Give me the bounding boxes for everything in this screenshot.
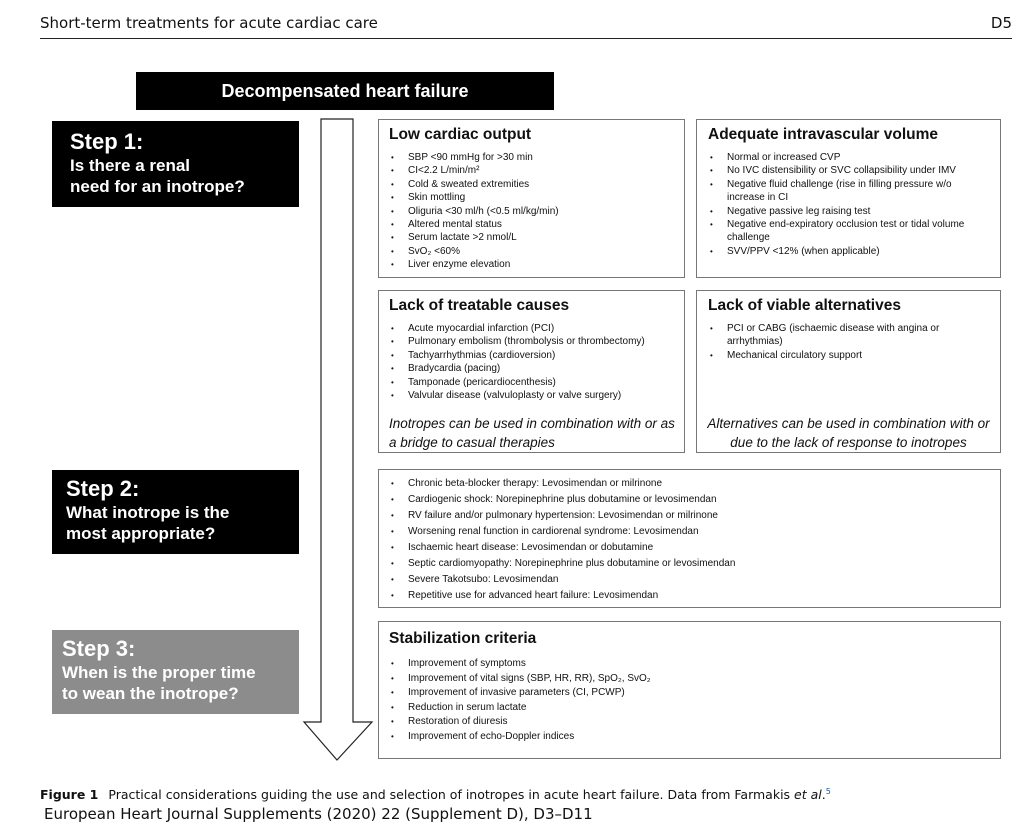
list-item: Tachyarrhythmias (cardioversion) [389, 349, 674, 363]
intravascular-volume-box: Adequate intravascular volume Normal or … [696, 119, 1001, 278]
list-item: Reduction in serum lactate [389, 701, 990, 716]
caption-text: Practical considerations guiding the use… [108, 787, 795, 803]
list-item: Mechanical circulatory support [708, 349, 989, 363]
treatable-causes-title: Lack of treatable causes [389, 297, 570, 314]
list-item: Normal or increased CVP [708, 151, 989, 165]
inotrope-selection-box: Chronic beta-blocker therapy: Levosimend… [378, 469, 1001, 608]
list-item: Liver enzyme elevation [389, 258, 674, 272]
list-item: Improvement of vital signs (SBP, HR, RR)… [389, 672, 990, 687]
running-title: Short-term treatments for acute cardiac … [40, 14, 378, 32]
list-item: Pulmonary embolism (thrombolysis or thro… [389, 335, 674, 349]
list-item: Repetitive use for advanced heart failur… [389, 588, 990, 604]
list-item: Negative passive leg raising test [708, 205, 989, 219]
list-item: RV failure and/or pulmonary hypertension… [389, 508, 990, 524]
list-item: SBP <90 mmHg for >30 min [389, 151, 674, 165]
step-2-box: Step 2: What inotrope is the most approp… [52, 470, 299, 554]
step-2-question: What inotrope is the most appropriate? [66, 503, 230, 543]
intravascular-volume-title: Adequate intravascular volume [708, 126, 938, 143]
inotropes-combination-note: Inotropes can be used in combination wit… [389, 416, 675, 450]
stabilization-criteria-box: Stabilization criteria Improvement of sy… [378, 621, 1001, 759]
viable-alternatives-box: Lack of viable alternatives PCI or CABG … [696, 290, 1001, 453]
list-item: Improvement of symptoms [389, 657, 990, 672]
list-item: Oliguria <30 ml/h (<0.5 ml/kg/min) [389, 205, 674, 219]
inotrope-selection-list: Chronic beta-blocker therapy: Levosimend… [389, 476, 990, 604]
journal-citation: European Heart Journal Supplements (2020… [44, 805, 593, 823]
list-item: Tamponade (pericardiocenthesis) [389, 376, 674, 390]
list-item: Restoration of diuresis [389, 715, 990, 730]
list-item: SvO₂ <60% [389, 245, 674, 259]
list-item: Skin mottling [389, 191, 674, 205]
list-item: Bradycardia (pacing) [389, 362, 674, 376]
list-item: Negative fluid challenge (rise in fillin… [708, 178, 989, 205]
alternatives-combination-note: Alternatives can be used in combination … [707, 416, 990, 450]
step-1-number: Step 1: [70, 129, 144, 154]
viable-alternatives-title: Lack of viable alternatives [708, 297, 901, 314]
viable-alternatives-list: PCI or CABG (ischaemic disease with angi… [708, 322, 989, 363]
treatable-causes-box: Lack of treatable causes Acute myocardia… [378, 290, 685, 453]
stabilization-criteria-list: Improvement of symptoms Improvement of v… [389, 657, 990, 745]
figure-caption: Figure 1 Practical considerations guiding… [40, 787, 831, 802]
page-number: D5 [990, 14, 1012, 32]
list-item: PCI or CABG (ischaemic disease with angi… [708, 322, 989, 349]
list-item: Altered mental status [389, 218, 674, 232]
step-3-number: Step 3: [62, 636, 136, 661]
list-item: Cardiogenic shock: Norepinephrine plus d… [389, 492, 990, 508]
low-cardiac-output-box: Low cardiac output SBP <90 mmHg for >30 … [378, 119, 685, 278]
list-item: Worsening renal function in cardiorenal … [389, 524, 990, 540]
figure-label: Figure 1 [40, 787, 99, 803]
reference-link[interactable]: 5 [825, 787, 831, 796]
list-item: Improvement of invasive parameters (CI, … [389, 686, 990, 701]
step-2-number: Step 2: [66, 476, 140, 501]
running-header: Short-term treatments for acute cardiac … [40, 12, 1012, 39]
step-3-question: When is the proper time to wean the inot… [62, 663, 256, 703]
list-item: Improvement of echo-Doppler indices [389, 730, 990, 745]
list-item: Serum lactate >2 nmol/L [389, 231, 674, 245]
caption-period: . [821, 787, 826, 803]
low-cardiac-output-title: Low cardiac output [389, 126, 532, 143]
list-item: CI<2.2 L/min/m² [389, 164, 674, 178]
treatable-causes-list: Acute myocardial infarction (PCI) Pulmon… [389, 322, 674, 403]
low-cardiac-output-list: SBP <90 mmHg for >30 min CI<2.2 L/min/m²… [389, 151, 674, 272]
caption-et-al: et al [794, 787, 822, 803]
banner-decompensated-heart-failure: Decompensated heart failure [136, 72, 554, 110]
list-item: Ischaemic heart disease: Levosimendan or… [389, 540, 990, 556]
list-item: Chronic beta-blocker therapy: Levosimend… [389, 476, 990, 492]
step-1-question: Is there a renal need for an inotrope? [70, 156, 245, 196]
stabilization-criteria-title: Stabilization criteria [389, 630, 537, 647]
list-item: Valvular disease (valvuloplasty or valve… [389, 389, 674, 403]
step-3-box: Step 3: When is the proper time to wean … [52, 630, 299, 714]
down-arrow-icon [302, 118, 374, 761]
list-item: No IVC distensibility or SVC collapsibil… [708, 164, 989, 178]
intravascular-volume-list: Normal or increased CVP No IVC distensib… [708, 151, 989, 259]
list-item: SVV/PPV <12% (when applicable) [708, 245, 989, 259]
list-item: Severe Takotsubo: Levosimendan [389, 572, 990, 588]
list-item: Cold & sweated extremities [389, 178, 674, 192]
step-1-box: Step 1: Is there a renal need for an ino… [52, 121, 299, 207]
list-item: Acute myocardial infarction (PCI) [389, 322, 674, 336]
list-item: Septic cardiomyopathy: Norepinephrine pl… [389, 556, 990, 572]
list-item: Negative end-expiratory occlusion test o… [708, 218, 989, 245]
